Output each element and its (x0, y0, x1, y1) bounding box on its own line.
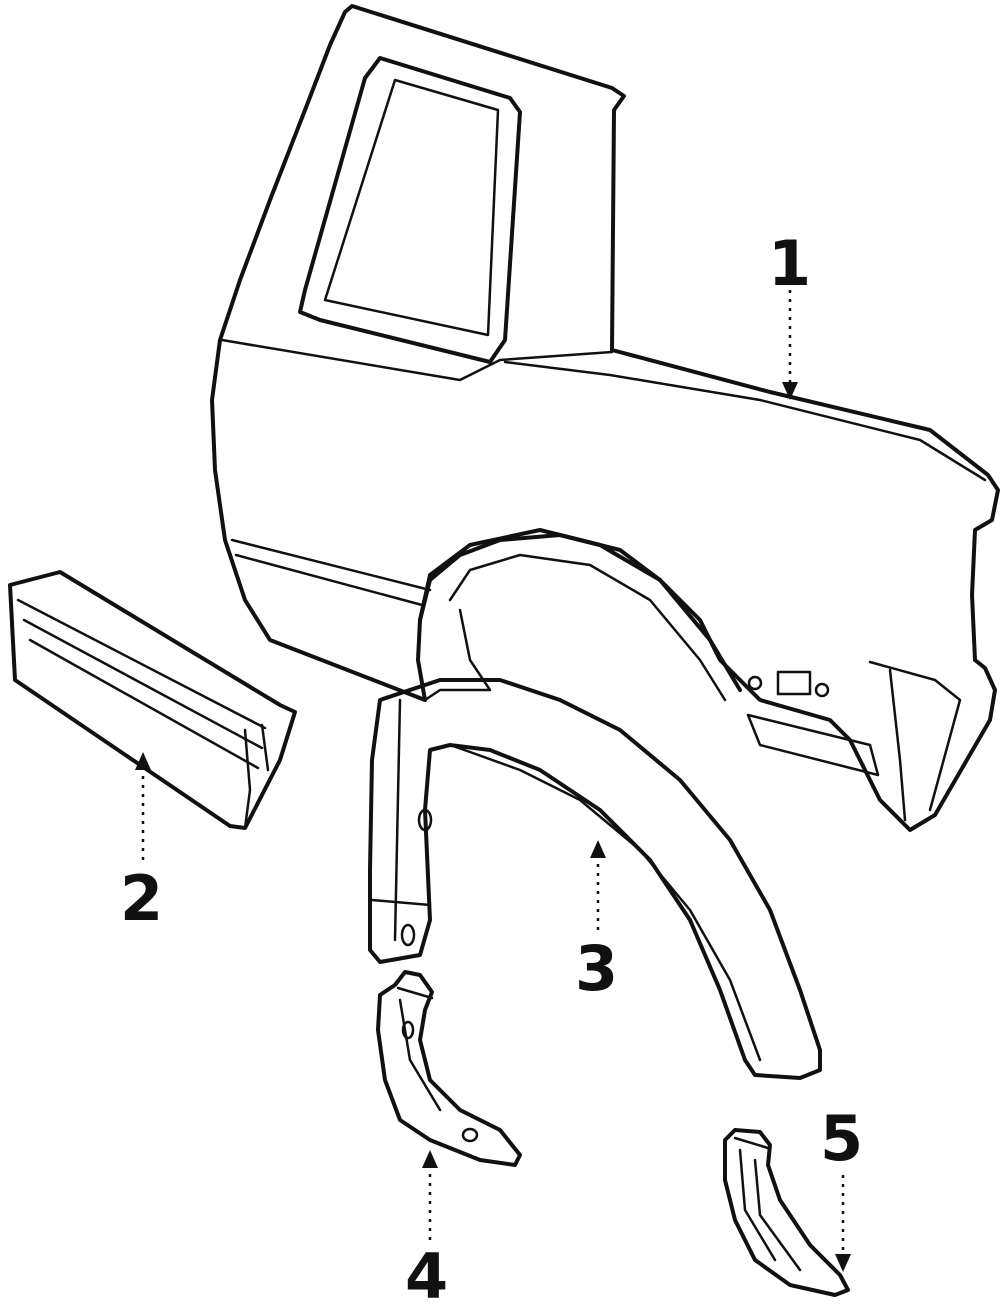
part-5-extension[interactable] (723, 1128, 850, 1297)
part-2-molding[interactable] (8, 570, 297, 830)
leader-3 (590, 840, 606, 930)
callout-1: 1 (768, 227, 811, 300)
callout-5: 5 (820, 1102, 863, 1175)
part-3-wheel-molding[interactable] (368, 678, 822, 1080)
callout-3: 3 (575, 932, 618, 1005)
leader-1 (782, 290, 798, 400)
part-4-extension[interactable] (376, 970, 522, 1167)
leader-5 (835, 1175, 851, 1272)
leader-2 (135, 752, 151, 860)
leader-4 (422, 1150, 438, 1240)
callout-4: 4 (405, 1240, 448, 1313)
part-1-quarter-panel[interactable] (210, 4, 1000, 832)
callout-2: 2 (120, 862, 163, 935)
